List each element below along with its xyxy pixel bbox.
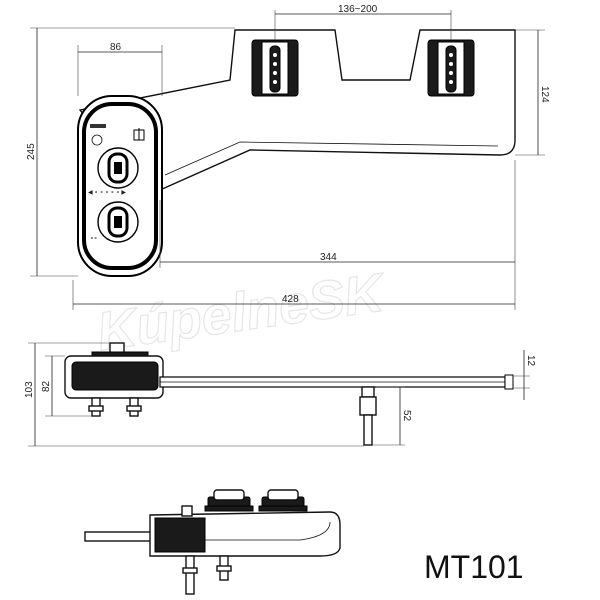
- top-view: ◀ ∘ ∘ ∘ ∘ ∘ ▶ ∘∘ 136~200 86: [26, 4, 550, 310]
- dim-bracket-spacing-label: 136~200: [338, 4, 378, 15]
- front-view: [84, 489, 341, 595]
- control-panel: ◀ ∘ ∘ ∘ ∘ ∘ ▶ ∘∘: [77, 95, 163, 277]
- dim-hose-length-label: 52: [401, 410, 412, 422]
- indicator-dot: [91, 134, 103, 146]
- dim-panel-width-label: 86: [110, 42, 122, 53]
- watermark-text: KúpelneSK: [93, 262, 391, 362]
- dim-side-body: 82: [41, 355, 92, 417]
- top-view-rail-line: [164, 141, 499, 176]
- left-bracket: [251, 39, 299, 97]
- side-legs: [88, 386, 377, 446]
- dim-total-width: 428: [72, 268, 516, 310]
- dim-top-height-label: 245: [26, 143, 37, 160]
- side-view: 103 82 12 52: [24, 342, 536, 447]
- dim-bracket-spacing: 136~200: [274, 4, 452, 40]
- pressure-knob: [97, 147, 139, 189]
- front-knob-right: [258, 489, 308, 512]
- top-view-body-outline: [78, 29, 516, 196]
- front-knob-left: [204, 489, 254, 512]
- dim-side-total-label: 103: [24, 381, 35, 398]
- model-label: MT101: [424, 549, 524, 585]
- dim-side-body-label: 82: [41, 380, 52, 392]
- right-bracket: [427, 39, 475, 97]
- knob-lower-marks: ∘∘: [90, 236, 98, 242]
- logo-mark: [90, 124, 106, 128]
- dim-rail-thickness-label: 12: [525, 355, 536, 367]
- dim-side-total: 103: [24, 342, 364, 447]
- dim-top-height: 245: [26, 27, 235, 277]
- dim-hose-length: 52: [372, 386, 412, 446]
- water-icon: [133, 128, 145, 141]
- temperature-knob: [97, 201, 139, 243]
- dim-total-width-label: 428: [282, 294, 299, 305]
- dim-length: 344: [159, 160, 516, 268]
- knob-scale-marks: ◀ ∘ ∘ ∘ ∘ ∘ ▶: [88, 190, 126, 196]
- dim-rail-thickness: 12: [513, 350, 536, 400]
- dim-rear-height: 124: [515, 29, 550, 156]
- dim-panel-width: 86: [77, 42, 163, 96]
- dim-rear-height-label: 124: [539, 86, 550, 103]
- dim-length-label: 344: [320, 252, 337, 263]
